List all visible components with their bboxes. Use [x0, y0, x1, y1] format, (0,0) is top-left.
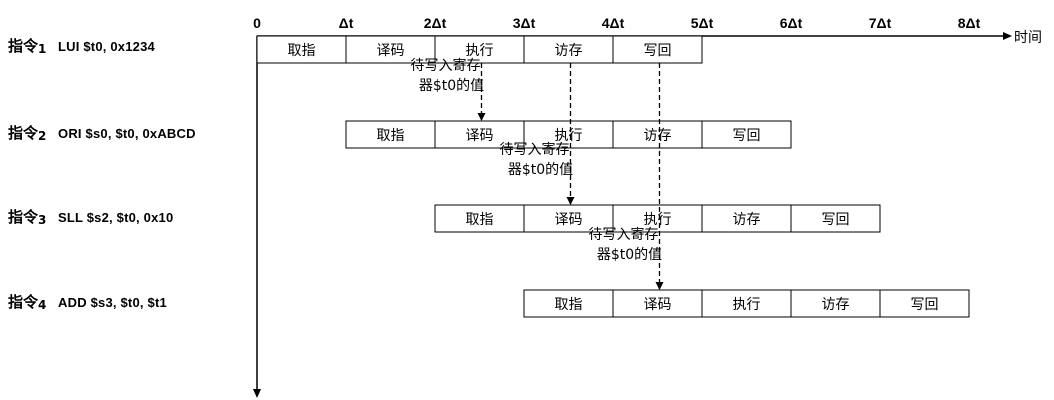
instruction-prefix: 指令 [8, 293, 39, 311]
stage-label: 写回 [644, 43, 672, 59]
stage-label: 访存 [822, 297, 850, 313]
stage-label: 执行 [733, 297, 761, 313]
time-tick-label: 2Δt [424, 15, 447, 31]
stage-label: 取指 [288, 43, 316, 59]
stage-label: 写回 [733, 128, 761, 144]
stage-box [701, 120, 792, 149]
time-tick-label: 8Δt [958, 15, 981, 31]
time-axis-label: 时间 [1014, 30, 1042, 46]
stage-label: 译码 [644, 297, 672, 313]
time-tick-label: Δt [339, 15, 354, 31]
time-tick-label: 4Δt [602, 15, 625, 31]
stage-label: 取指 [555, 297, 583, 313]
stage-box [612, 204, 703, 233]
stage-box [523, 204, 614, 233]
dependency-note-line1: 待写入寄存 [589, 226, 659, 243]
instruction-code: ORI $s0, $t0, 0xABCD [58, 126, 196, 141]
stage-label: 写回 [911, 297, 939, 313]
dependency-note-line1: 待写入寄存 [411, 57, 481, 74]
time-tick-label: 0 [253, 15, 261, 31]
pipeline-row-1: 取指 译码 执行 访存 写回 [256, 35, 703, 64]
instruction-label-3: 指令3 SLL $s2, $t0, 0x10 [8, 208, 173, 227]
stage-box [612, 35, 703, 64]
instruction-prefix: 指令 [8, 37, 39, 55]
stage-box [612, 120, 703, 149]
stage-box [434, 204, 525, 233]
stage-box [612, 289, 703, 318]
stage-box [879, 289, 970, 318]
stage-box [434, 120, 525, 149]
time-tick-label: 6Δt [780, 15, 803, 31]
time-axis-arrow-icon [1003, 32, 1012, 40]
instruction-code: LUI $t0, 0x1234 [58, 39, 155, 54]
stage-box [345, 120, 436, 149]
instruction-label-1: 指令1 LUI $t0, 0x1234 [8, 37, 155, 56]
stage-box [523, 35, 614, 64]
pipeline-row-3: 取指 译码 执行 访存 写回 [434, 204, 881, 233]
dependency-note-line1: 待写入寄存 [500, 141, 570, 158]
dependency-note-line2: 器$t0的值 [597, 247, 662, 263]
stage-label: 取指 [377, 128, 405, 144]
instruction-code: SLL $s2, $t0, 0x10 [58, 210, 174, 225]
pipeline-row-4: 取指 译码 执行 访存 写回 [523, 289, 970, 318]
instruction-code: ADD $s3, $t0, $t1 [58, 295, 167, 310]
instruction-index: 4 [38, 298, 47, 312]
time-tick-label: 7Δt [869, 15, 892, 31]
stage-label: 写回 [822, 212, 850, 228]
stage-label: 译码 [555, 212, 583, 228]
stage-label: 执行 [466, 43, 494, 59]
instruction-prefix: 指令 [8, 208, 39, 226]
time-tick-label: 3Δt [513, 15, 536, 31]
stage-box [345, 35, 436, 64]
dependency-note-line2: 器$t0的值 [419, 78, 484, 94]
instruction-axis-arrow-icon [253, 389, 261, 398]
stage-label: 取指 [466, 212, 494, 228]
instruction-index: 2 [38, 129, 47, 143]
time-tick-label: 5Δt [691, 15, 714, 31]
stage-box [701, 289, 792, 318]
stage-label: 执行 [644, 212, 672, 228]
stage-label: 执行 [555, 128, 583, 144]
dependency-note-line2: 器$t0的值 [508, 162, 573, 178]
stage-box [790, 204, 881, 233]
stage-label: 访存 [733, 212, 761, 228]
stage-label: 译码 [377, 43, 405, 59]
pipeline-row-2: 取指 译码 执行 访存 写回 [345, 120, 792, 149]
instruction-index: 1 [38, 42, 47, 56]
stage-label: 访存 [644, 128, 672, 144]
instruction-index: 3 [38, 213, 47, 227]
instruction-label-2: 指令2 ORI $s0, $t0, 0xABCD [8, 124, 196, 143]
instruction-label-4: 指令4 ADD $s3, $t0, $t1 [8, 293, 167, 312]
stage-label: 访存 [555, 43, 583, 59]
stage-label: 译码 [466, 128, 494, 144]
instruction-prefix: 指令 [8, 124, 39, 142]
